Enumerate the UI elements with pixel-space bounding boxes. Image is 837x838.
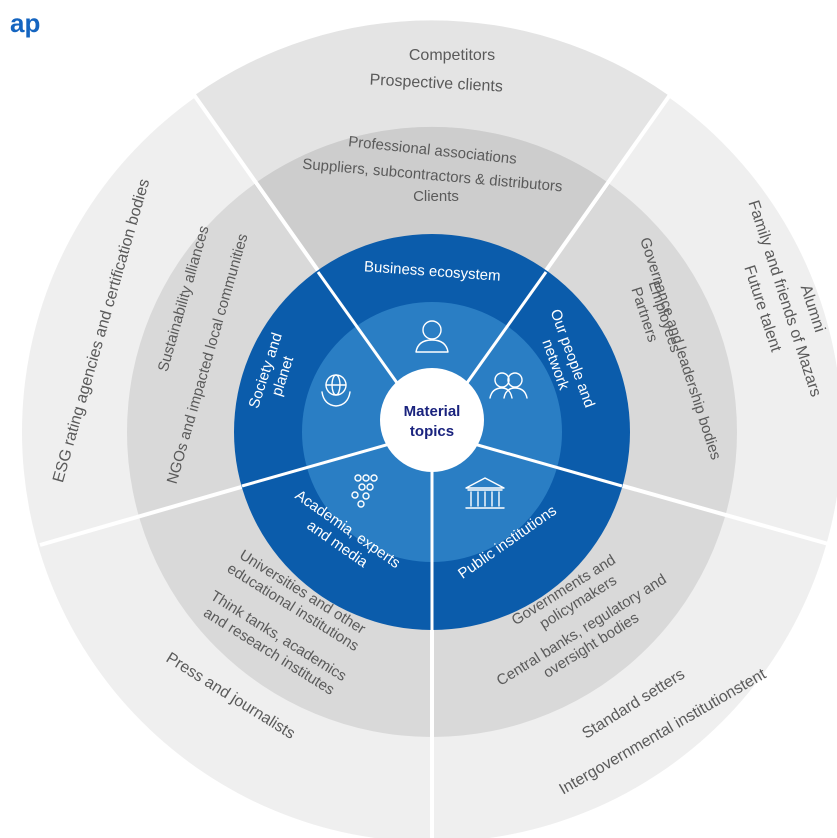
center-label-line2: topics (410, 423, 454, 440)
business-outer-1: Competitors (409, 47, 495, 64)
business-middle-3: Clients (413, 188, 459, 205)
center-label-line1: Material (404, 403, 461, 420)
globe-hands-icon (321, 374, 351, 407)
business-outer-2: Prospective clients (369, 72, 503, 96)
center-circle (380, 368, 484, 472)
people-icon (489, 372, 528, 399)
page-title: ap (10, 8, 41, 38)
network-icon (351, 474, 378, 508)
building-icon (465, 477, 505, 509)
person-icon (415, 320, 449, 353)
